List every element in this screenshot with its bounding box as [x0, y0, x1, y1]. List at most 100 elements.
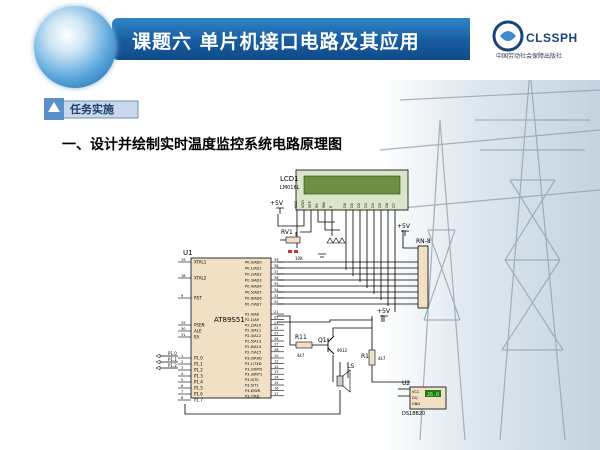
- mcu-right-pin-name: P3.4/T0: [245, 378, 259, 382]
- section-heading: 一、设计并绘制实时温度监控系统电路原理图: [62, 137, 342, 153]
- ground-symbol: [318, 253, 326, 258]
- mcu-left-pin-name: RST: [194, 296, 202, 301]
- r1-value: 4k7: [378, 356, 386, 361]
- sensor-u2: 26.0 U2 DS18B20 VCC DQ GND: [402, 380, 447, 417]
- mcu-left-pin-number: 6: [181, 384, 183, 388]
- lcd-pin-name: RS: [315, 203, 319, 208]
- mcu-left-pin-name: PSEN: [194, 323, 204, 328]
- mcu-right-pin-number: 23: [274, 321, 278, 325]
- r1-label: R1: [361, 353, 369, 360]
- transistor-q1: Q1 9012: [318, 335, 348, 355]
- mcu-left-pin-name: P1.7: [194, 398, 203, 403]
- mcu-right-pin-number: 36: [274, 276, 278, 280]
- vcc-label-lcd: +5V: [270, 200, 284, 207]
- mcu-right-pin-name: P0.1/AD1: [245, 267, 262, 271]
- mcu-right-pin-name: P2.6/A14: [245, 345, 262, 349]
- mcu-right-pin-number: 14: [274, 376, 279, 380]
- vcc-label-rn: +5V: [397, 223, 411, 230]
- mcu-left-pin-number: 5: [181, 378, 183, 382]
- p1-label-0: P1.0: [168, 351, 177, 356]
- mcu-left-pin-number: 2: [181, 360, 183, 364]
- lcd-model: LM016L: [280, 185, 300, 191]
- lcd-pin-name: D5: [378, 203, 382, 208]
- mcu-right-pin-name: P2.3/A11: [245, 329, 261, 333]
- u2-pin-vcc: VCC: [412, 390, 420, 394]
- vcc-arrows: [276, 207, 409, 322]
- rv1-value: 10K: [295, 256, 303, 261]
- mcu-right-pin-number: 26: [274, 337, 278, 341]
- lcd-pin-name: D2: [357, 203, 361, 208]
- mcu-right-pin-name: P3.0/RXD: [245, 357, 262, 361]
- power-tower-background: [380, 69, 600, 441]
- lcd-pin-name: RW: [322, 202, 326, 208]
- mcu-right-pin-number: 17: [274, 392, 278, 396]
- mcu-right-pin-name: P3.7/RD: [245, 394, 260, 398]
- mcu-right-pin-number: 34: [274, 288, 279, 292]
- mcu-right-pin-number: 27: [274, 342, 278, 346]
- mcu-left-pin-name: XTAL2: [194, 276, 207, 281]
- lcd-pin-name: D1: [350, 203, 354, 208]
- mcu-left-pin-name: P1.4: [194, 380, 203, 385]
- mcu-left-pin-name: EA: [194, 335, 200, 340]
- mcu-left-pin-name: P1.6: [194, 392, 203, 397]
- resistor-r11: R11 4k7: [295, 334, 313, 358]
- mcu-right-pin-name: P2.5/A13: [245, 340, 261, 344]
- mcu-left-pin-name: P1.5: [194, 386, 203, 391]
- logo-subtitle: 中国劳动社会保障出版社: [496, 53, 563, 60]
- rn-label: RN-8: [416, 238, 431, 245]
- mcu-right-pin-name: P0.2/AD2: [245, 273, 262, 277]
- mcu-left-pin-number: 4: [181, 372, 184, 376]
- lcd-pin-name: D6: [385, 203, 389, 208]
- mcu-right-pin-number: 15: [274, 381, 278, 385]
- lcd-pin-name: D4: [371, 202, 375, 208]
- mcu-right-pin-name: P0.4/AD4: [245, 285, 262, 289]
- q1-model: 9012: [337, 348, 348, 353]
- lcd-pin-name: D7: [392, 203, 396, 208]
- mcu-right-pin-number: 38: [274, 264, 278, 268]
- mcu-right-pin-name: P2.2/A10: [245, 323, 262, 327]
- mcu-right-pin-name: P0.0/AD0: [245, 261, 262, 265]
- lcd-pin-name: D0: [343, 203, 347, 208]
- slide-title: 课题六 单片机接口电路及其应用: [132, 31, 420, 53]
- mcu-right-pin-name: P2.4/A12: [245, 334, 261, 338]
- mcu-right-pin-name: P3.6/WR: [245, 389, 261, 393]
- q1-label: Q1: [318, 337, 327, 344]
- mcu-right-pin-name: P2.0/A8: [245, 313, 260, 317]
- speaker-ls: LS: [336, 363, 354, 393]
- mcu-right-pin-number: 35: [274, 282, 278, 286]
- r11-value: 4k7: [297, 353, 305, 358]
- task-badge: [44, 98, 139, 120]
- rv1-label: RV1: [281, 229, 293, 236]
- mcu-right-pin-number: 10: [274, 354, 278, 358]
- mcu-right-pin-number: 32: [274, 300, 278, 304]
- resistor-r1: R1 4k7: [361, 349, 386, 366]
- mcu-left-pin-number: 18: [181, 274, 185, 278]
- mcu-left-pin-name: P1.0: [194, 356, 203, 361]
- lcd-pin-name: VEE: [308, 201, 312, 208]
- publisher-logo-icon: [492, 20, 524, 52]
- mcu-left-pin-number: 31: [181, 333, 185, 337]
- u2-display: 26.0: [427, 392, 439, 398]
- mcu-right-pin-number: 28: [274, 348, 278, 352]
- resistor-network-rn8: RN-8: [416, 238, 431, 309]
- mcu-ref: U1: [183, 249, 193, 257]
- mcu-left-pin-number: 7: [181, 390, 183, 394]
- r11-label: R11: [295, 334, 307, 341]
- u2-label: U2: [402, 380, 410, 387]
- mcu-right-pin-number: 39: [274, 258, 278, 262]
- mcu-right-pin-number: 33: [274, 294, 278, 298]
- lcd-module: LCD1 LM016L: [280, 169, 409, 211]
- mcu-right-pin-number: 37: [274, 270, 278, 274]
- lcd-pin-name: D3: [364, 203, 368, 208]
- title-bar: [112, 18, 470, 60]
- mcu-left-pin-name: P1.3: [194, 374, 203, 379]
- u2-model: DS18B20: [402, 411, 425, 417]
- potentiometer-rv1: RV1 10K: [281, 229, 303, 261]
- u2-pin-dq: DQ: [412, 396, 418, 400]
- mcu-left-pin-number: 29: [181, 321, 185, 325]
- mcu-right-pin-name: P3.2/INT0: [245, 367, 263, 371]
- vcc-label-r1: +5V: [377, 308, 391, 315]
